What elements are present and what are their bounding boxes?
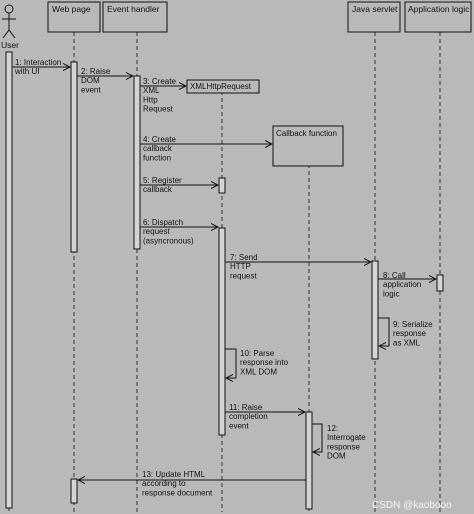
web-page-label: Web page <box>52 4 91 14</box>
user-label: User <box>1 40 19 50</box>
user-actor: User <box>1 4 19 50</box>
application-logic-header: Application logic <box>404 1 472 33</box>
application-logic-activation <box>436 274 444 292</box>
web-page-header: Web page <box>47 1 101 33</box>
message-label-line: Interrogate <box>327 433 366 442</box>
message-label-line: response <box>393 329 426 338</box>
message-label-line: response <box>327 442 360 451</box>
java-servlet-activation <box>371 260 379 360</box>
message-label-line: function <box>143 153 171 162</box>
user-stick-figure-icon <box>2 4 16 39</box>
callback-activation <box>305 411 313 510</box>
message-label-line: according to <box>142 479 186 488</box>
message-label-line: 4: Create <box>143 135 176 144</box>
message-label-line: request <box>143 227 170 236</box>
xmlhttprequest-label: XMLHttpRequest <box>190 82 252 91</box>
watermark: CSDN @kaobooo <box>372 500 452 511</box>
event-handler-header: Event handler <box>102 1 168 33</box>
callback-function-object: Callback function <box>272 125 344 167</box>
message-label-line: 13: Update HTML <box>142 470 206 479</box>
message-label-line: event <box>81 85 101 94</box>
message-label-line: 11: Raise <box>229 403 263 412</box>
event-handler-activation <box>133 75 141 250</box>
message-label-line: 6: Dispatch <box>143 218 183 227</box>
xmlhttprequest-object: XMLHttpRequest <box>186 79 260 94</box>
web-page-activation-1 <box>70 61 78 253</box>
message-label-line: XML DOM <box>240 367 277 376</box>
message-label-line: completion <box>229 412 268 421</box>
message-label-line: callback <box>143 185 173 194</box>
message-label-line: event <box>229 421 249 430</box>
activation-bars <box>5 51 444 510</box>
message-label-line: response document <box>142 488 213 497</box>
message-label-line: Request <box>143 105 174 114</box>
message-label-line: 10: Parse <box>240 349 275 358</box>
message-label-line: 7: Send <box>230 253 258 262</box>
user-activation <box>5 51 13 509</box>
message-label-line: logic <box>383 289 399 298</box>
callback-function-label: Callback function <box>276 129 337 138</box>
message-label-line: (asyncronous) <box>143 236 194 245</box>
message-label-line: DOM <box>327 452 346 461</box>
message-label-line: Http <box>143 95 158 104</box>
xmlhttprequest-activation-2 <box>218 227 226 436</box>
java-servlet-header: Java servlet <box>347 1 401 33</box>
message-label-line: 5: Register <box>143 176 182 185</box>
message-label-line: as XML <box>393 338 421 347</box>
message-label-line: DOM <box>81 76 100 85</box>
message-label-line: 2: Raise <box>81 67 111 76</box>
message-label-line: 9: Serialize <box>393 320 433 329</box>
web-page-activation-2 <box>70 478 78 504</box>
message-label-line: 1: Interaction <box>15 58 61 67</box>
application-logic-label: Application logic <box>408 4 470 14</box>
message-label-line: 8: Call <box>383 271 406 280</box>
message-arrows <box>12 67 436 480</box>
message-label-line: response into <box>240 358 289 367</box>
xmlhttprequest-activation-1 <box>218 177 226 194</box>
event-handler-label: Event handler <box>107 4 160 14</box>
message-label-line: 3: Create <box>143 77 176 86</box>
message-label-line: application <box>383 280 421 289</box>
java-servlet-label: Java servlet <box>352 4 398 14</box>
arrow-m10 <box>225 348 237 378</box>
arrow-m9 <box>378 317 390 346</box>
arrow-m12 <box>312 423 323 452</box>
message-label-line: callback <box>143 144 173 153</box>
message-label-line: XML <box>143 86 160 95</box>
message-label-line: HTTP <box>230 262 251 271</box>
message-label-line: 12: <box>327 424 338 433</box>
message-label-line: with UI <box>14 67 39 76</box>
message-label-line: request <box>230 271 257 280</box>
